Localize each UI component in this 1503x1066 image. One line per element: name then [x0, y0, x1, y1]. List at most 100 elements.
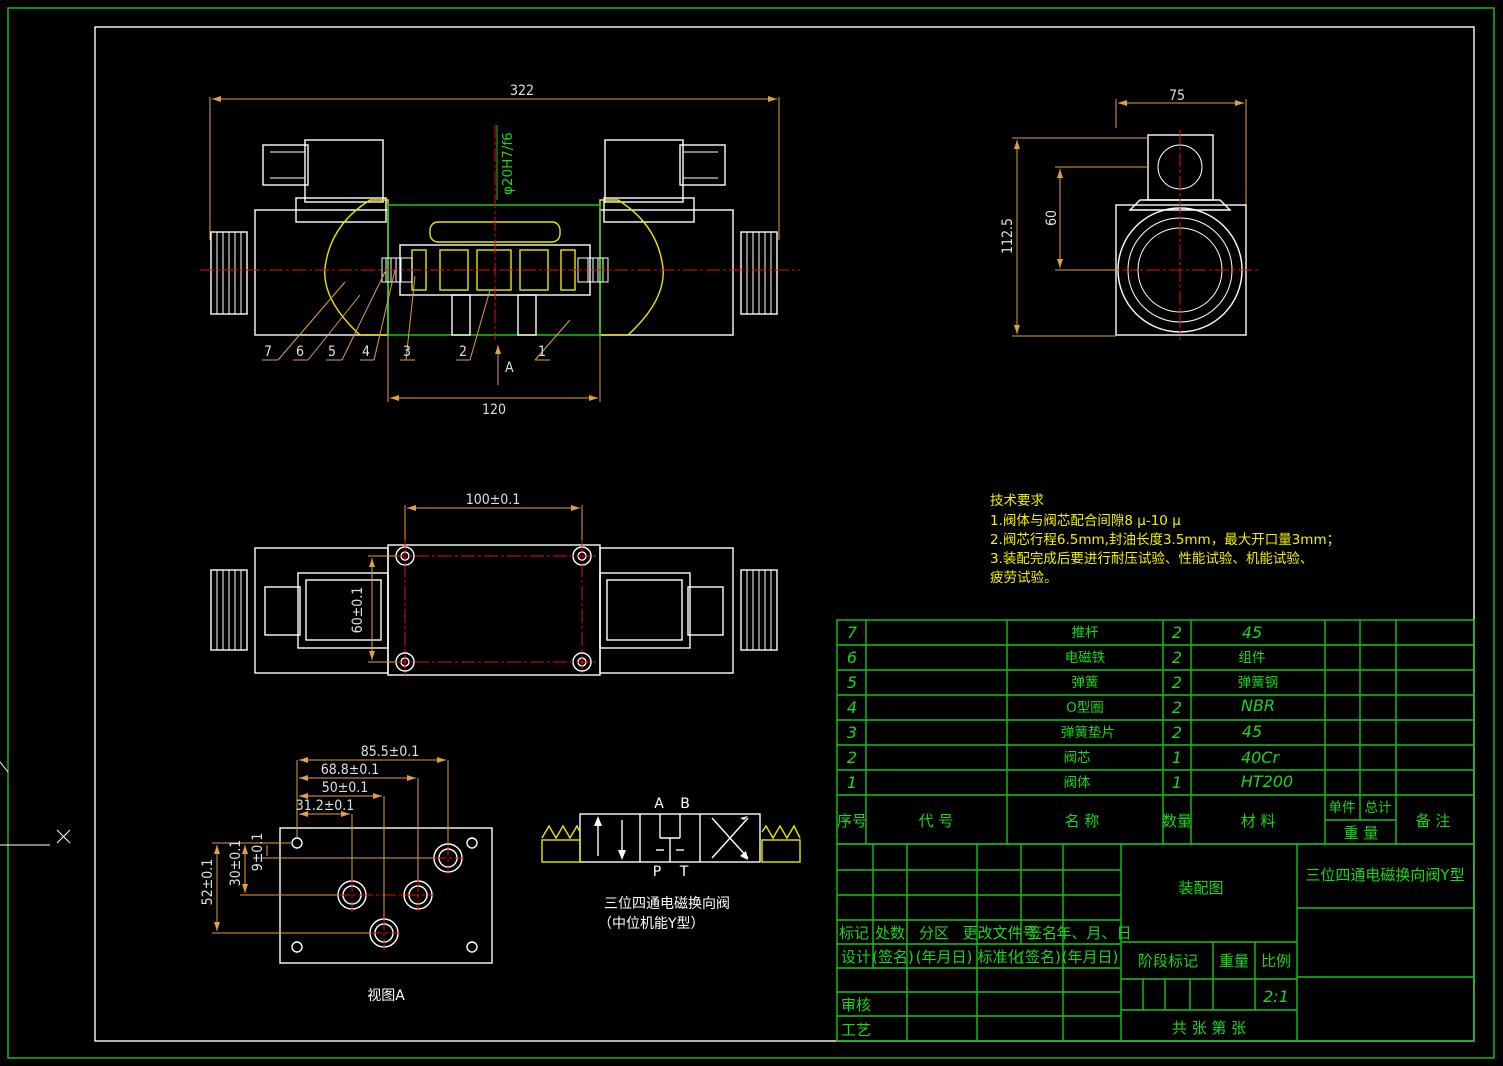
- bom-header-unit: 单件: [1329, 800, 1356, 816]
- balloon-1: 1: [538, 344, 546, 360]
- bom-name-4: O型圈: [1066, 700, 1104, 716]
- view-a-label: 视图A: [367, 988, 405, 1004]
- tb-date: 年、月、日: [1056, 924, 1131, 942]
- bom-header-no: 序号: [837, 812, 867, 830]
- tb-design-date: (年月日): [916, 948, 973, 966]
- bom-name-6: 电磁铁: [1065, 650, 1106, 666]
- symbol-subtitle: （中位机能Y型）: [598, 916, 705, 932]
- bom-header-qty: 数量: [1162, 812, 1192, 830]
- bom-mat-6: 组件: [1239, 650, 1266, 666]
- tech-line-1: 1.阀体与阀芯配合间隙8 μ-10 μ: [990, 513, 1181, 529]
- bom-qty-7: 2: [1172, 623, 1182, 642]
- tb-review: 审核: [841, 996, 871, 1014]
- tb-change-doc: 更改文件号: [962, 924, 1037, 942]
- bom-name-1: 阀体: [1064, 775, 1092, 791]
- tb-zone: 分区: [919, 924, 949, 942]
- dim-68-8: 68.8±0.1: [321, 762, 380, 778]
- port-p: P: [653, 864, 661, 880]
- tb-craft: 工艺: [841, 1021, 871, 1039]
- bom-header-name: 名 称: [1065, 812, 1100, 830]
- cursor-cross-icon: [56, 829, 71, 844]
- bom-mat-5: 弹簧钢: [1238, 675, 1279, 691]
- tb-weight: 重量: [1219, 952, 1249, 970]
- balloon-2: 2: [459, 344, 467, 360]
- bom-mat-2: 40Cr: [1241, 748, 1281, 767]
- bom-qty-5: 2: [1172, 673, 1182, 692]
- bom-header-weight: 重 量: [1344, 824, 1379, 842]
- dim-fit: φ20H7/f6: [500, 132, 516, 195]
- tb-scale: 2:1: [1263, 987, 1289, 1006]
- tech-line-2: 2.阀芯行程6.5mm,封油长度3.5mm，最大开口量3mm；: [990, 532, 1340, 548]
- bom-header-total: 总计: [1365, 800, 1392, 816]
- dim-100: 100±0.1: [466, 492, 521, 508]
- tb-count: 处数: [875, 924, 905, 942]
- tb-standard-sign: (签名): [1019, 948, 1061, 966]
- dim-322: 322: [510, 83, 534, 99]
- bom-no-7: 7: [847, 623, 858, 642]
- bom-no-5: 5: [847, 673, 857, 692]
- tb-stage: 阶段标记: [1138, 952, 1198, 970]
- balloon-3: 3: [403, 344, 411, 360]
- bom-mat-4: NBR: [1241, 696, 1275, 715]
- balloon-6: 6: [296, 344, 304, 360]
- symbol-title: 三位四通电磁换向阀: [604, 895, 730, 912]
- tech-requirements: 技术要求 1.阀体与阀芯配合间隙8 μ-10 μ 2.阀芯行程6.5mm,封油长…: [990, 493, 1340, 586]
- tb-design: 设计: [841, 948, 871, 966]
- dim-31-2: 31.2±0.1: [296, 798, 355, 814]
- tech-line-4: 疲劳试验。: [990, 569, 1058, 586]
- dim-60: 60: [1044, 210, 1060, 226]
- tb-drawing-type: 装配图: [1178, 879, 1223, 897]
- outer-frame: [7, 7, 1495, 1059]
- dim-60b: 60±0.1: [350, 587, 366, 634]
- bom-mat-7: 45: [1242, 623, 1262, 642]
- dim-112: 112.5: [1000, 218, 1016, 254]
- port-a: A: [654, 796, 664, 812]
- bom-qty-2: 1: [1172, 748, 1182, 767]
- side-view: 75 112.5 60: [1000, 88, 1260, 340]
- port-b: B: [680, 796, 690, 812]
- bom-qty-1: 1: [1172, 773, 1182, 792]
- bom-mat-1: HT200: [1241, 772, 1293, 791]
- bom-no-3: 3: [847, 723, 857, 742]
- hydraulic-symbol: A B P T 三位四通电磁换向阀 （中位机能Y型）: [541, 796, 801, 932]
- bom-mat-3: 45: [1242, 722, 1262, 741]
- bom-qty-3: 2: [1172, 723, 1182, 742]
- dim-120: 120: [482, 402, 506, 418]
- bom-name-7: 推杆: [1072, 625, 1100, 641]
- port-t: T: [679, 864, 689, 880]
- bom-no-6: 6: [847, 648, 857, 667]
- dim-75: 75: [1169, 88, 1185, 104]
- balloon-7: 7: [264, 344, 272, 360]
- dim-50: 50±0.1: [322, 780, 369, 796]
- bom-table: 7 推杆 2 45 6 电磁铁 2 组件 5 弹簧 2 弹簧钢 4 O型圈 2 …: [836, 619, 1475, 845]
- balloon-5: 5: [328, 344, 336, 360]
- bom-header-note: 备 注: [1416, 812, 1451, 830]
- balloon-4: 4: [362, 344, 370, 360]
- dim-52: 52±0.1: [200, 859, 216, 906]
- front-section-view: 322: [200, 83, 800, 418]
- view-a: 85.5±0.1 68.8±0.1 50±0.1 31.2±0.1 52±0.1…: [200, 744, 493, 1004]
- inner-frame: [94, 26, 1475, 1042]
- bom-header-code: 代 号: [919, 812, 954, 830]
- view-arrow-a: A: [505, 360, 514, 376]
- bom-no-4: 4: [847, 698, 857, 717]
- bom-no-1: 1: [847, 773, 857, 792]
- tb-mark: 标记: [839, 924, 869, 942]
- tb-signature: 签名: [1027, 924, 1057, 942]
- bom-qty-4: 2: [1172, 698, 1182, 717]
- tb-standard: 标准化: [977, 948, 1022, 966]
- bom-name-5: 弹簧: [1072, 675, 1099, 691]
- tb-standard-date: (年月日): [1062, 948, 1119, 966]
- dim-30: 30±0.1: [228, 840, 244, 887]
- tb-scale-label: 比例: [1261, 952, 1291, 970]
- tech-line-3: 3.装配完成后要进行耐压试验、性能试验、机能试验、: [990, 551, 1313, 567]
- bom-qty-6: 2: [1172, 648, 1182, 667]
- bom-header-mat: 材 料: [1241, 812, 1276, 830]
- dim-85-5: 85.5±0.1: [361, 744, 420, 760]
- tb-drawing-name: 三位四通电磁换向阀Y型: [1305, 866, 1464, 884]
- dim-9: 9±0.1: [250, 833, 266, 872]
- tech-heading: 技术要求: [990, 493, 1044, 509]
- bom-name-3: 弹簧垫片: [1061, 725, 1115, 741]
- tb-sheets: 共 张 第 张: [1172, 1019, 1246, 1037]
